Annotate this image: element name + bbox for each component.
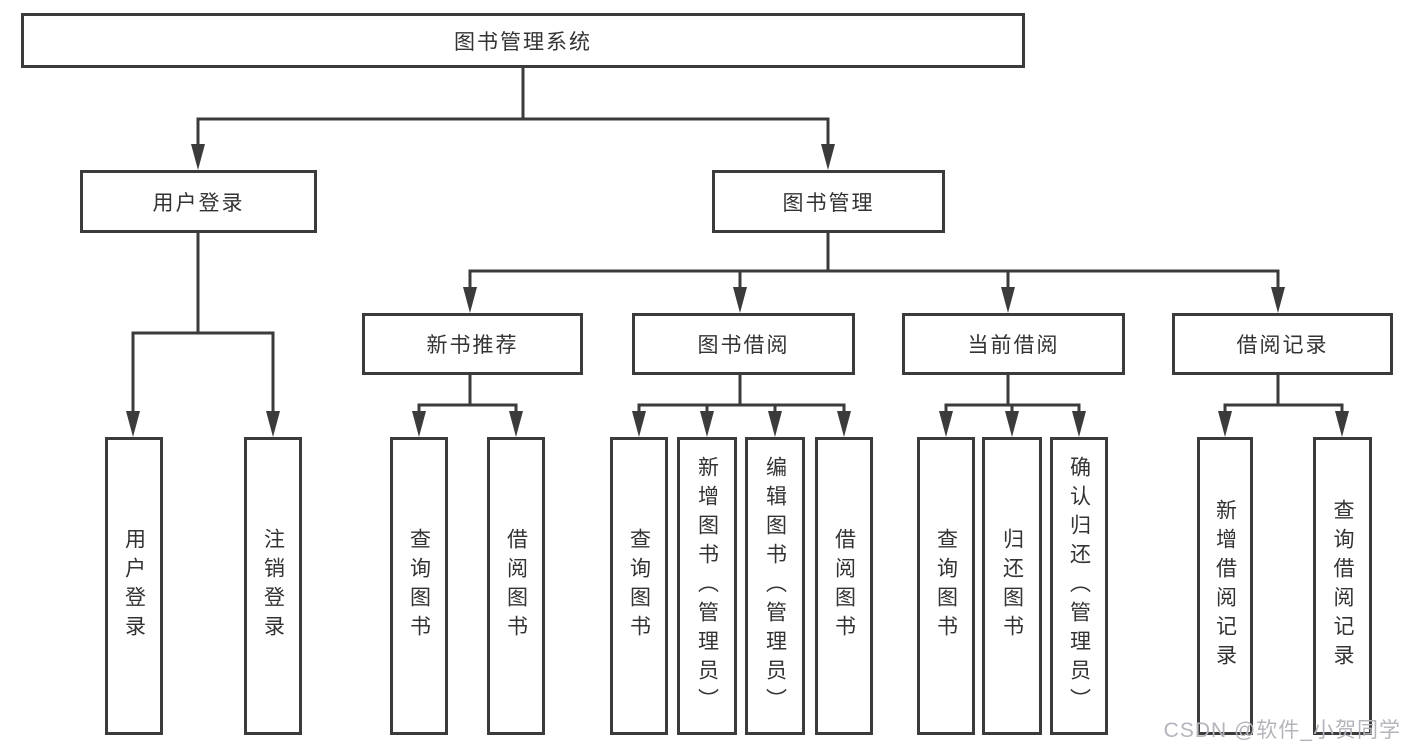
node-user-login: 用户登录 (80, 170, 317, 233)
leaf-label: 确认归还（管理员） (1067, 455, 1091, 717)
leaf-query-books-current: 查询图书 (917, 437, 975, 735)
node-current-borrowing: 当前借阅 (902, 313, 1125, 375)
leaf-label: 查询图书 (934, 528, 958, 644)
node-borrowing-records: 借阅记录 (1172, 313, 1393, 375)
node-book-management: 图书管理 (712, 170, 945, 233)
leaf-query-borrow-record: 查询借阅记录 (1313, 437, 1372, 735)
node-new-book-recommend: 新书推荐 (362, 313, 583, 375)
node-root-system: 图书管理系统 (21, 13, 1025, 68)
leaf-user-login: 用户登录 (105, 437, 163, 735)
node-book-borrowing: 图书借阅 (632, 313, 855, 375)
leaf-label: 借阅图书 (504, 528, 528, 644)
leaf-borrow-books-recommend: 借阅图书 (487, 437, 545, 735)
leaf-label: 用户登录 (122, 528, 146, 644)
watermark: CSDN @软件_小贺同学 (1163, 719, 1401, 742)
leaf-add-books-admin: 新增图书（管理员） (677, 437, 737, 735)
leaf-label: 注销登录 (261, 528, 285, 644)
leaf-confirm-return-admin: 确认归还（管理员） (1050, 437, 1108, 735)
leaf-query-books-borrow: 查询图书 (610, 437, 668, 735)
leaf-query-books-recommend: 查询图书 (390, 437, 448, 735)
leaf-add-borrow-record: 新增借阅记录 (1197, 437, 1253, 735)
leaf-return-books: 归还图书 (982, 437, 1042, 735)
leaf-label: 查询借阅记录 (1331, 499, 1354, 673)
arrowheads (126, 144, 1349, 437)
leaf-label: 借阅图书 (832, 528, 856, 644)
leaf-label: 新增借阅记录 (1213, 499, 1237, 673)
leaf-label: 查询图书 (627, 528, 651, 644)
leaf-label: 新增图书（管理员） (695, 455, 719, 717)
leaf-label: 归还图书 (1000, 528, 1024, 644)
leaf-label: 查询图书 (407, 528, 431, 644)
leaf-logout: 注销登录 (244, 437, 302, 735)
leaf-borrow-books: 借阅图书 (815, 437, 873, 735)
leaf-edit-books-admin: 编辑图书（管理员） (745, 437, 805, 735)
leaf-label: 编辑图书（管理员） (763, 455, 787, 717)
